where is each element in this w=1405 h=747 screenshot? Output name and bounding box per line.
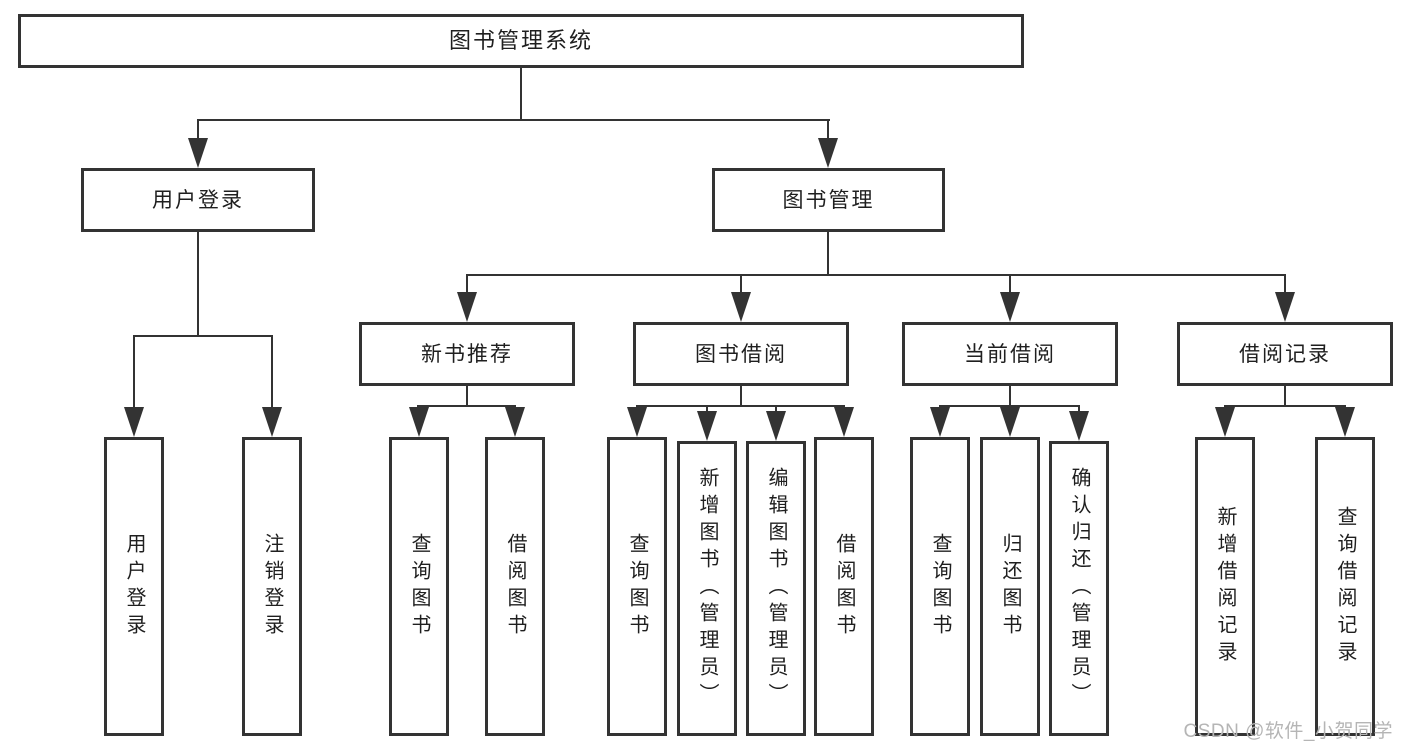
leaf-confirm-return-admin: 确认归还（管理员） (1049, 441, 1109, 736)
arrowhead-down-icon (627, 407, 647, 437)
connector-line (740, 274, 742, 295)
arrowhead-down-icon (766, 411, 786, 441)
connector-book-borrow-hline (636, 405, 845, 407)
connector-line (1009, 274, 1011, 295)
connector-line (1078, 405, 1080, 414)
node-user-login: 用户登录 (81, 168, 315, 232)
arrowhead-down-icon (124, 407, 144, 437)
arrowhead-down-icon (697, 411, 717, 441)
leaf-new-book-borrow-books: 借阅图书 (485, 437, 545, 736)
node-book-management: 图书管理 (712, 168, 945, 232)
connector-line (271, 335, 273, 411)
node-new-book-recommend: 新书推荐 (359, 322, 575, 386)
connector-book-management-stub (827, 232, 829, 275)
connector-to-book-management (827, 119, 829, 143)
arrowhead-down-icon (188, 138, 208, 168)
connector-line (1284, 274, 1286, 295)
node-borrow-record: 借阅记录 (1177, 322, 1393, 386)
arrowhead-down-icon (505, 407, 525, 437)
leaf-borrow-query-books: 查询图书 (607, 437, 667, 736)
arrowhead-down-icon (731, 292, 751, 322)
connector-user-login-stub (197, 232, 199, 336)
csdn-watermark: CSDN @软件_小贺同学 (1183, 721, 1393, 742)
connector-new-book-hline (417, 405, 516, 407)
arrowhead-down-icon (262, 407, 282, 437)
leaf-user-login: 用户登录 (104, 437, 164, 736)
arrowhead-down-icon (1335, 407, 1355, 437)
arrowhead-down-icon (930, 407, 950, 437)
connector-level2-hline (197, 119, 830, 121)
leaf-logout: 注销登录 (242, 437, 302, 736)
connector-line (706, 405, 708, 414)
connector-book-borrow-stub (740, 386, 742, 406)
arrowhead-down-icon (457, 292, 477, 322)
leaf-borrow-borrow-books: 借阅图书 (814, 437, 874, 736)
leaf-current-query-books: 查询图书 (910, 437, 970, 736)
leaf-query-borrow-record: 查询借阅记录 (1315, 437, 1375, 736)
connector-to-user-login (197, 119, 199, 143)
connector-new-book-stub (466, 386, 468, 406)
node-current-borrow: 当前借阅 (902, 322, 1118, 386)
arrowhead-down-icon (1000, 407, 1020, 437)
arrowhead-down-icon (1215, 407, 1235, 437)
connector-user-login-hline (133, 335, 273, 337)
connector-current-borrow-stub (1009, 386, 1011, 406)
connector-root-stub (520, 68, 522, 121)
connector-borrow-record-stub (1284, 386, 1286, 406)
node-book-borrow: 图书借阅 (633, 322, 849, 386)
connector-borrow-record-hline (1224, 405, 1346, 407)
leaf-return-books: 归还图书 (980, 437, 1040, 736)
arrowhead-down-icon (818, 138, 838, 168)
arrowhead-down-icon (834, 407, 854, 437)
leaf-add-borrow-record: 新增借阅记录 (1195, 437, 1255, 736)
connector-line (466, 274, 468, 295)
node-library-management-system: 图书管理系统 (18, 14, 1024, 68)
leaf-new-book-query-books: 查询图书 (389, 437, 449, 736)
leaf-edit-books-admin: 编辑图书（管理员） (746, 441, 806, 736)
arrowhead-down-icon (1069, 411, 1089, 441)
arrowhead-down-icon (1275, 292, 1295, 322)
leaf-add-books-admin: 新增图书（管理员） (677, 441, 737, 736)
connector-line (133, 335, 135, 411)
connector-level3-hline (466, 274, 1286, 276)
arrowhead-down-icon (1000, 292, 1020, 322)
arrowhead-down-icon (409, 407, 429, 437)
connector-line (775, 405, 777, 414)
